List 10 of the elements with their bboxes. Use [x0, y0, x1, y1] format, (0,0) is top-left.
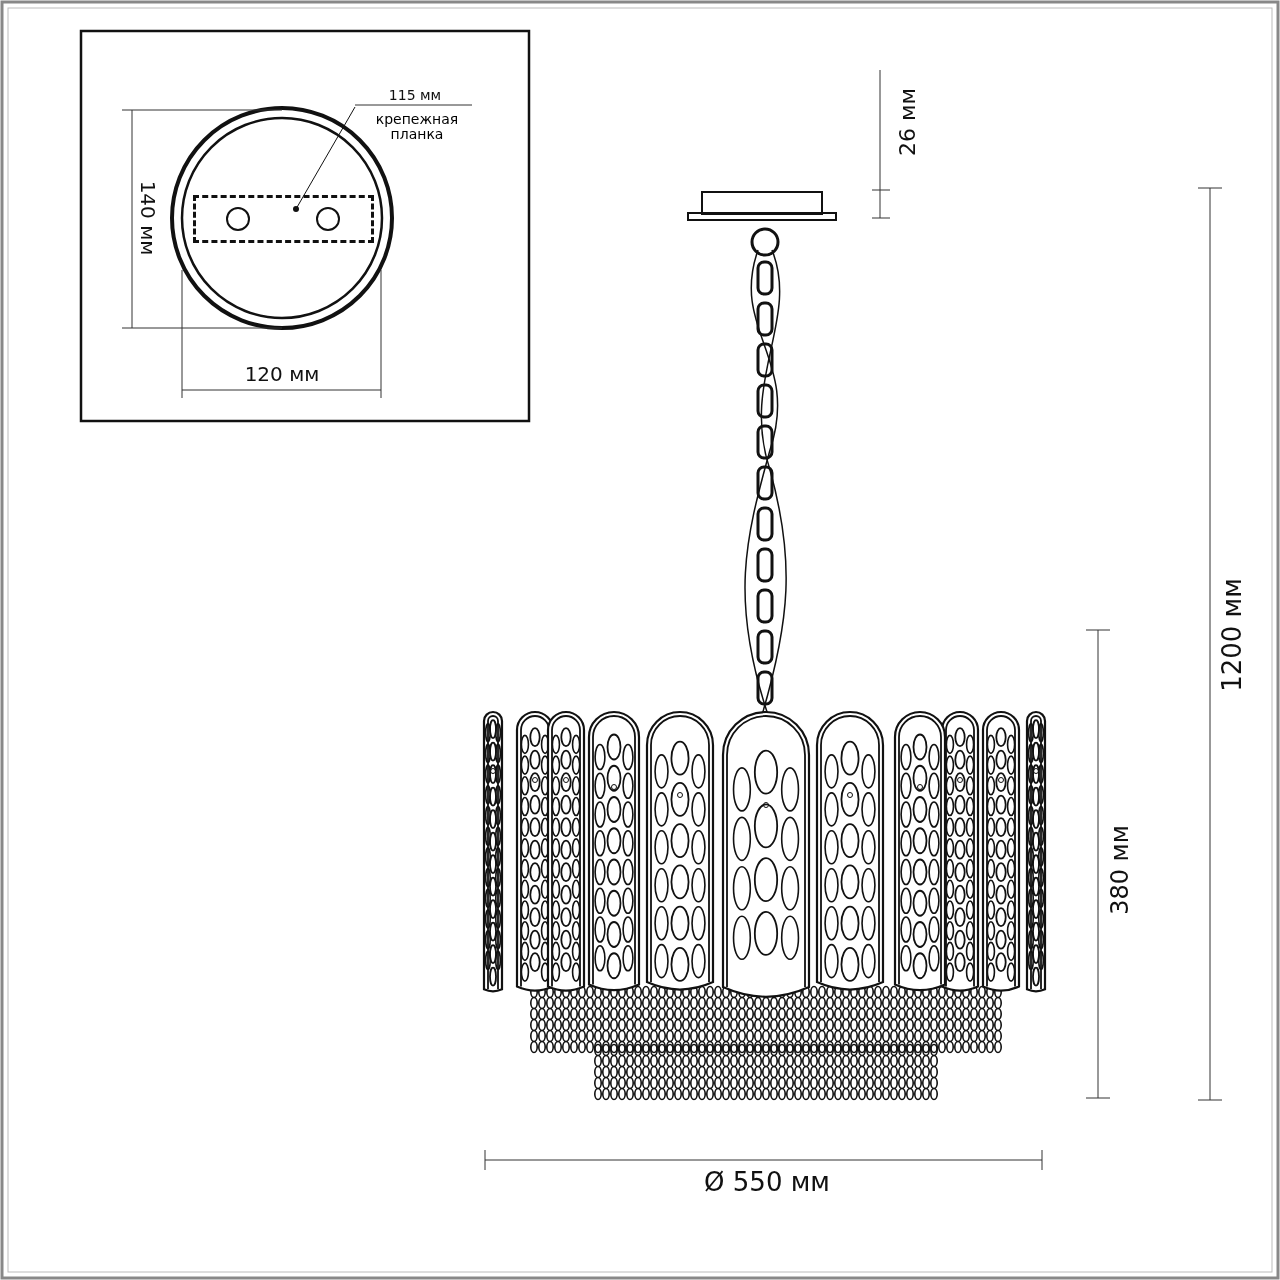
dimension-label: 140 мм — [137, 180, 159, 256]
dimension-label: 380 мм — [1106, 825, 1134, 915]
dimension-label: 1200 мм — [1217, 578, 1247, 692]
part-label: крепежная планка — [360, 112, 474, 148]
dimension-label: Ø 550 мм — [704, 1167, 830, 1197]
leader-line — [293, 106, 356, 212]
dimension-label: 26 мм — [895, 87, 921, 157]
dimension-label: 120 мм — [244, 363, 320, 385]
mounting-bar — [193, 195, 374, 243]
dimension-label: 115 мм — [388, 88, 442, 104]
